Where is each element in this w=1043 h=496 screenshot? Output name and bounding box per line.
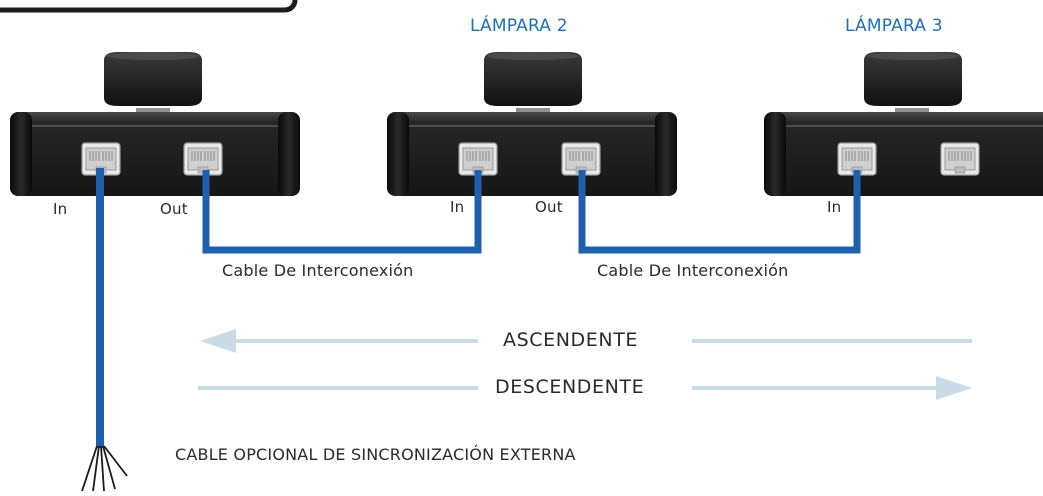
lamp-3-knob [864,52,962,118]
lamp-2-title: LÁMPARA 2 [470,16,568,36]
lamp-1-body [10,112,300,196]
upstream-label: ASCENDENTE [503,329,639,351]
lamp-3-out-port-icon [940,142,980,176]
interconnect-cable-2-label: Cable De Interconexión [597,261,789,280]
lamp-1 [10,52,300,196]
lamp-2 [387,52,677,196]
interconnect-cable-2 [578,170,861,254]
lamp-2-knob [484,52,582,118]
upstream-arrow [200,329,972,353]
lamp-3-body [764,112,1043,196]
lamp-3-title: LÁMPARA 3 [845,16,943,36]
lamp-2-out-label: Out [535,198,563,216]
interconnect-cable-1 [202,170,482,254]
lamp-3 [764,52,1043,196]
lamp-2-in-label: In [450,198,465,216]
external-sync-cable [81,168,128,492]
sync-cable-label: CABLE OPCIONAL DE SINCRONIZACIÓN EXTERNA [175,445,576,464]
interconnect-cable-1-label: Cable De Interconexión [222,261,414,280]
lamp-3-in-label: In [827,198,842,216]
downstream-label: DESCENDENTE [495,376,645,398]
lamp-2-body [387,112,677,196]
lamp-1-out-label: Out [160,200,188,218]
downstream-arrow [198,376,972,400]
lamp-1-knob [104,52,202,118]
lamp-1-in-label: In [53,200,68,218]
top-left-panel-fragment [0,0,298,13]
